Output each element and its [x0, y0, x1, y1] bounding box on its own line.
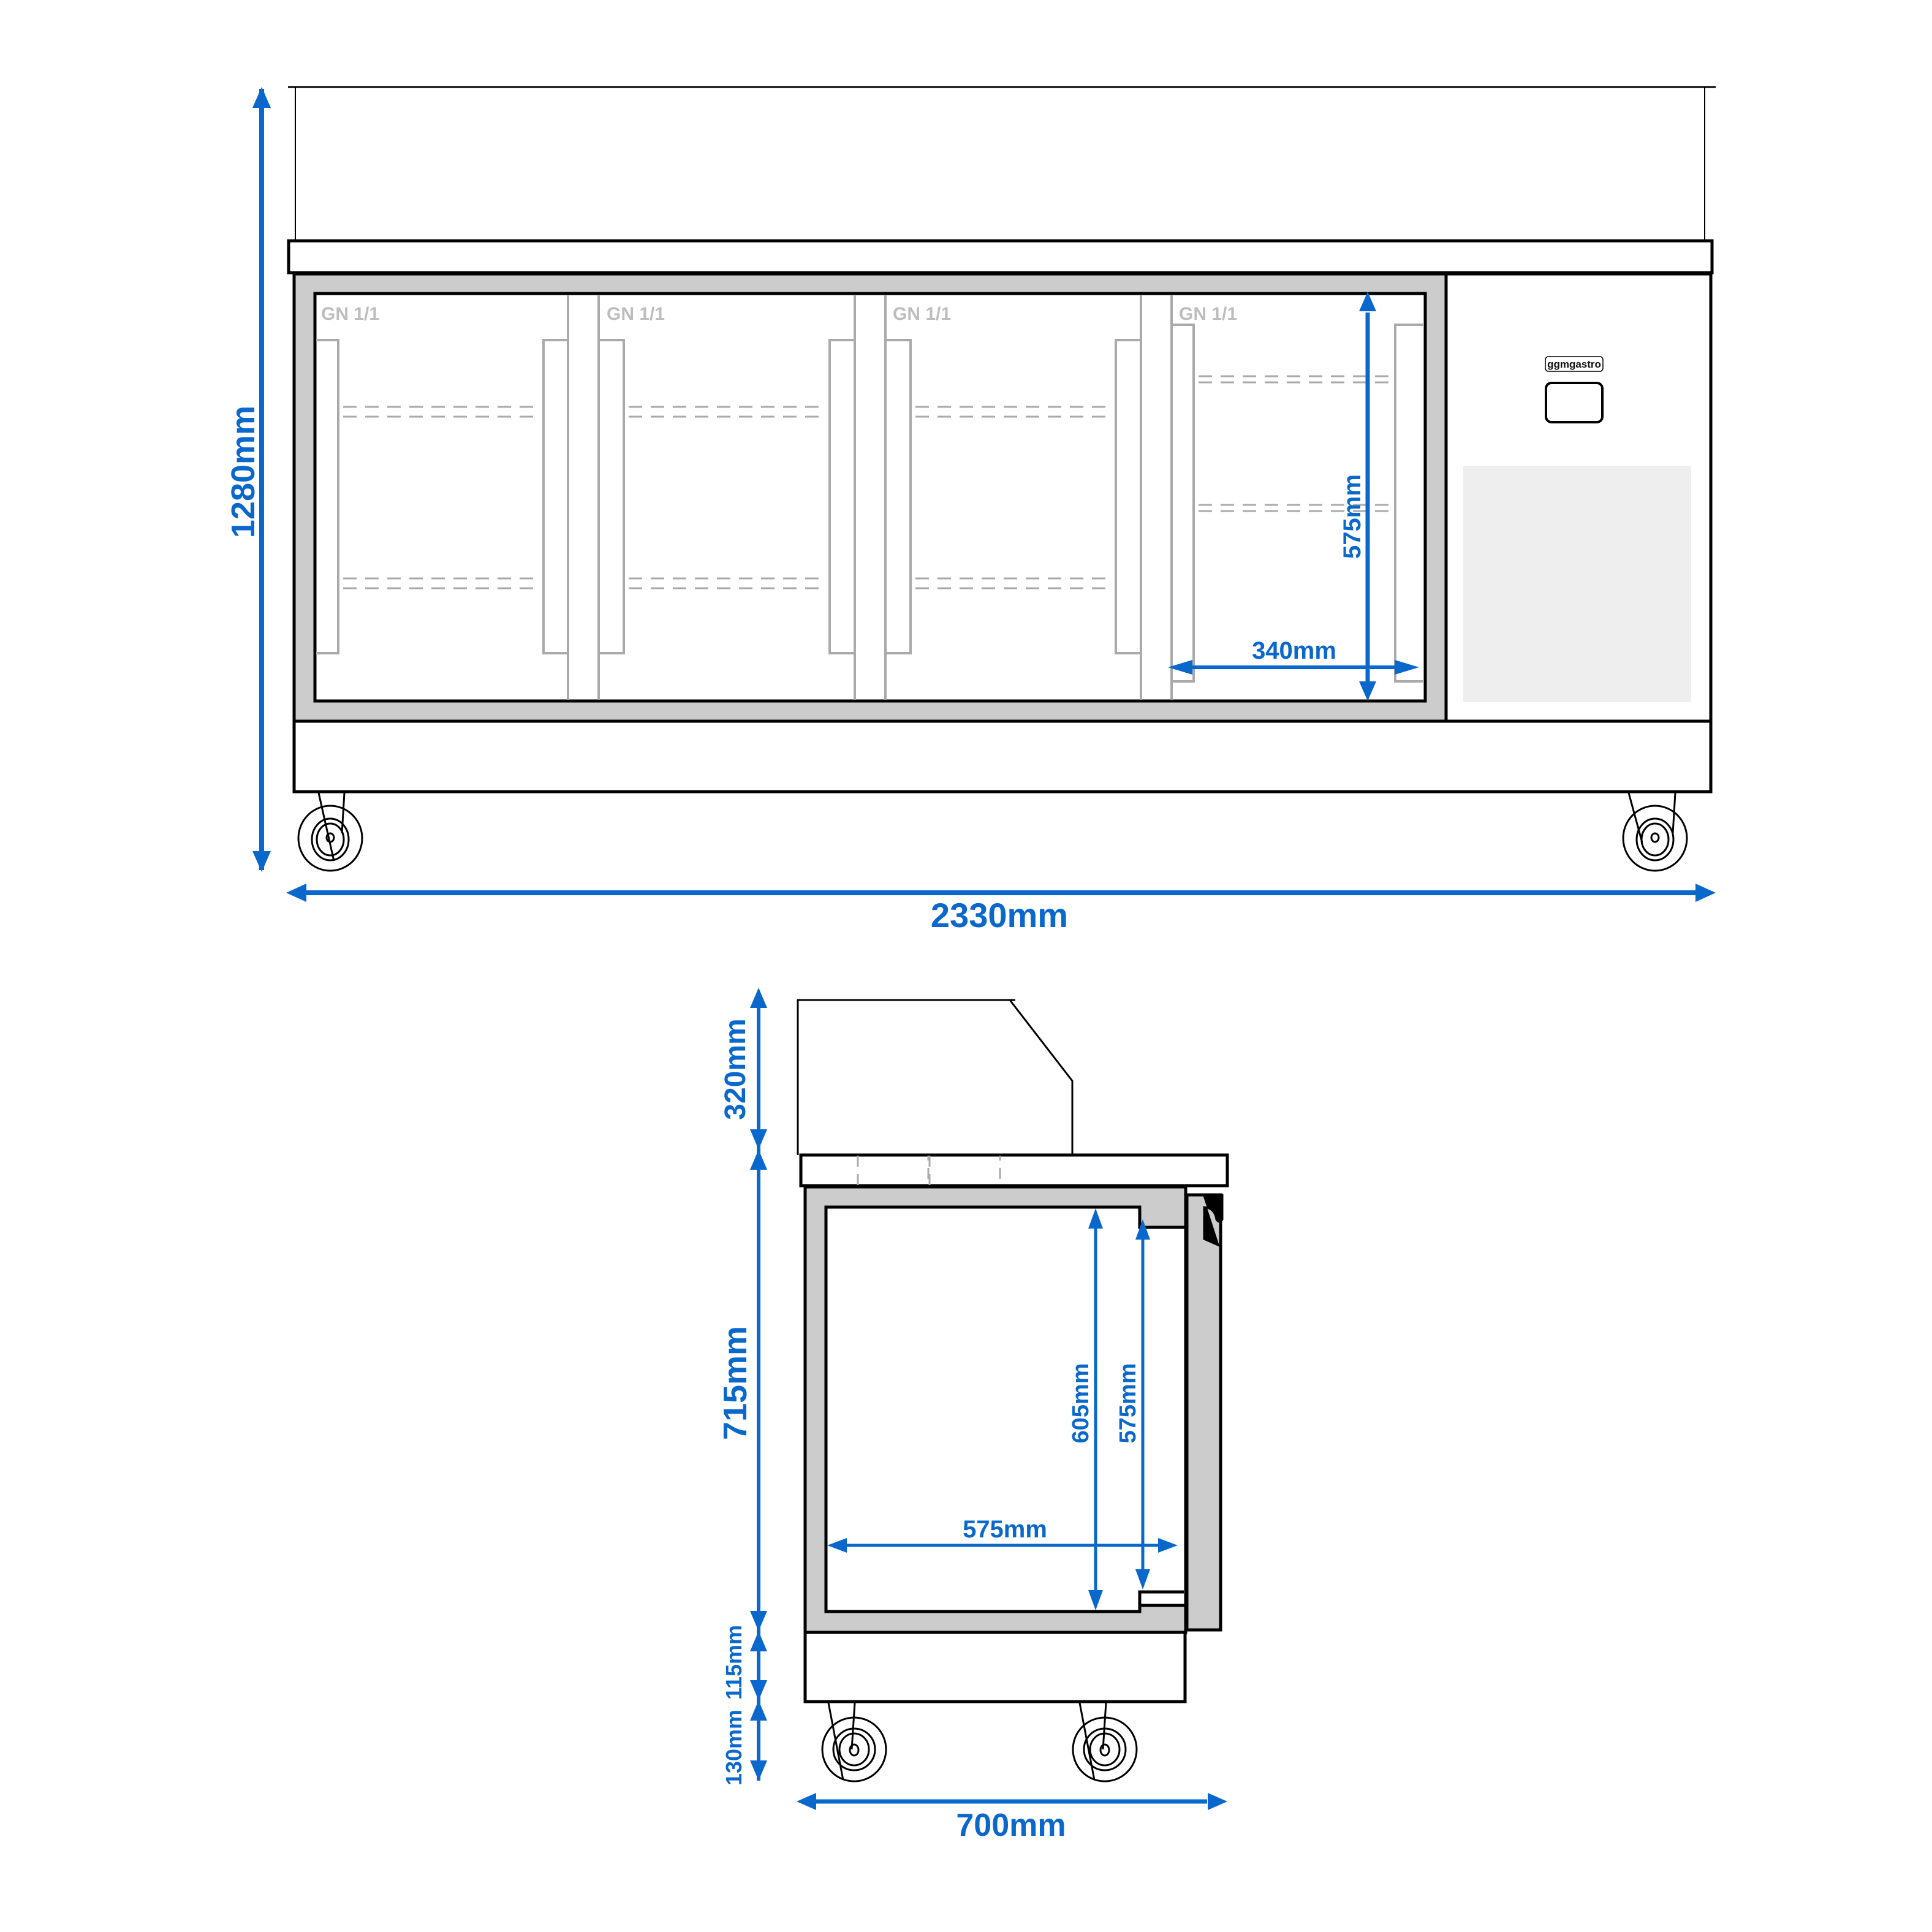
door-profile[interactable]: [1185, 1193, 1222, 1632]
dimension-label: 320mm: [719, 1018, 752, 1119]
dimension-label: 700mm: [956, 1808, 1066, 1843]
worktop: [287, 239, 1714, 275]
compartment-3: GN 1/1: [885, 304, 1141, 654]
dimension-inner-height-605: 605mm: [1068, 1208, 1103, 1610]
dimension-label: 1280mm: [225, 406, 262, 538]
caster-right-icon: [1622, 792, 1688, 872]
base-plinth: [292, 719, 1713, 794]
door-handle-icon: [1203, 1194, 1224, 1247]
dimension-label: 340mm: [1252, 637, 1336, 664]
dimension-label: 115mm: [721, 1625, 746, 1700]
dimension-inner-depth: 575mm: [827, 1516, 1178, 1553]
dimension-label: 130mm: [721, 1710, 746, 1786]
dimension-inner-width: 340mm: [1168, 637, 1419, 675]
caster-left-icon: [297, 792, 363, 872]
compartment-label: GN 1/1: [607, 304, 665, 324]
front-view: GN 1/1 GN 1/1 GN 1/1: [225, 86, 1716, 934]
compartment-1: GN 1/1: [316, 304, 568, 654]
dimension-depth: 700mm: [797, 1793, 1227, 1843]
dimension-label: 2330mm: [931, 896, 1068, 934]
dimension-total-height: 1280mm: [225, 87, 271, 872]
glass-lid: [288, 86, 1716, 241]
worktop: [799, 1153, 1229, 1188]
dimension-label: 575mm: [963, 1516, 1047, 1543]
dimension-label: 575mm: [1339, 474, 1366, 559]
dimension-inner-height-575: 575mm: [1115, 1219, 1150, 1589]
caster-back-icon: [1072, 1702, 1138, 1782]
dimension-label: 575mm: [1115, 1363, 1141, 1444]
brand-plate: [1545, 356, 1604, 372]
compartment-4: GN 1/1: [1172, 304, 1424, 683]
brand-label: ggmgastro: [1547, 358, 1601, 370]
compartment-label: GN 1/1: [1179, 304, 1237, 324]
dimension-label: 715mm: [717, 1326, 754, 1440]
caster-front-icon: [821, 1702, 887, 1782]
dimension-inner-height: 575mm: [1339, 292, 1376, 701]
door-glass-area: [313, 292, 1427, 703]
glass-lid-profile: [797, 999, 1074, 1155]
base-plinth: [803, 1631, 1187, 1703]
compartment-2: GN 1/1: [599, 304, 855, 654]
control-display[interactable]: [1545, 382, 1604, 423]
compartment-label: GN 1/1: [893, 304, 951, 324]
side-view: 320mm 715mm 115mm 130mm 700mm 605mm 575m…: [717, 988, 1229, 1843]
compartment-label: GN 1/1: [321, 304, 379, 324]
dimension-total-width: 2330mm: [286, 884, 1716, 934]
dimension-chain-heights: 320mm 715mm 115mm 130mm: [717, 988, 767, 1786]
dimension-label: 605mm: [1068, 1363, 1094, 1444]
ventilation-grille: [1463, 466, 1691, 702]
